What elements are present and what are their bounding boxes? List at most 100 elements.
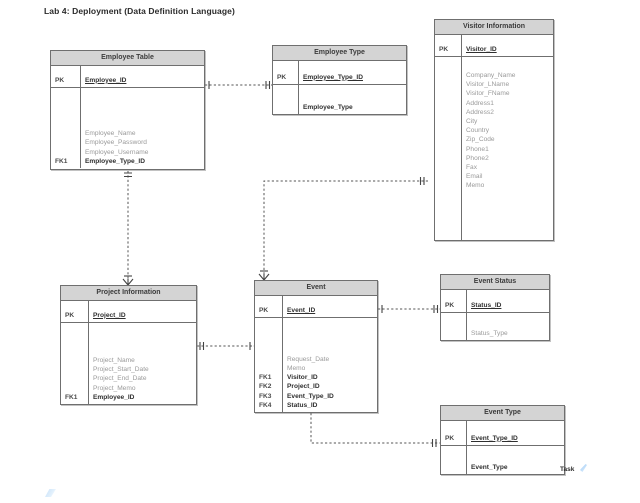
attribute-phone2: Phone2 bbox=[466, 154, 489, 162]
entity-title-employee-table: Employee Table bbox=[51, 51, 204, 66]
entity-pk-section-project-information: PK Project_ID bbox=[61, 301, 196, 323]
key-label-fk1: FK1 bbox=[65, 393, 78, 401]
attribute-project-memo: Project_Memo bbox=[93, 384, 136, 392]
attribute-employee-username: Employee_Username bbox=[85, 148, 149, 156]
attribute-fax: Fax bbox=[466, 163, 477, 171]
attr-column: Employee_Type bbox=[299, 85, 406, 114]
checkmark-icon bbox=[580, 464, 587, 472]
pk-attr-column: Visitor_ID bbox=[462, 35, 553, 56]
entity-title-event: Event bbox=[255, 281, 377, 296]
pk-key-column: PK bbox=[441, 290, 467, 312]
attribute-zip-code: Zip_Code bbox=[466, 136, 495, 144]
key-label: PK bbox=[439, 45, 449, 53]
pk-key-column: PK bbox=[61, 301, 89, 322]
attribute-status-type: Status_Type bbox=[471, 329, 508, 337]
attribute-employee-type-id: Employee_Type_ID bbox=[85, 157, 145, 165]
attribute-event-type: Event_Type bbox=[471, 463, 508, 471]
entity-pk-section-visitor-information: PK Visitor_ID bbox=[435, 35, 553, 57]
entity-attr-section-visitor-information: . Company_Name Visitor_LName Visitor_FNa… bbox=[435, 57, 553, 241]
key-label-fk3: FK3 bbox=[259, 392, 272, 400]
entity-visitor-information[interactable]: Visitor Information PK Visitor_ID . Comp… bbox=[434, 19, 554, 241]
connector-project-information-to-event bbox=[197, 341, 261, 351]
attribute-employee-type-id: Employee_Type_ID bbox=[303, 73, 363, 81]
pk-key-column: PK bbox=[441, 421, 467, 445]
pk-key-column: PK bbox=[273, 61, 299, 84]
pk-attr-column: Event_Type_ID bbox=[467, 421, 564, 445]
entity-pk-section-employee-type: PK Employee_Type_ID bbox=[273, 61, 406, 85]
entity-pk-section-event: PK Event_ID bbox=[255, 296, 377, 318]
attribute-company-name: Company_Name bbox=[466, 72, 516, 79]
key-label: PK bbox=[445, 301, 455, 309]
cursor-artifact-icon bbox=[45, 489, 56, 497]
connector-event-to-event-status bbox=[371, 304, 440, 314]
attribute-visitor-fname: Visitor_FName bbox=[466, 90, 510, 98]
pk-key-column: PK bbox=[51, 66, 81, 87]
attr-column: Company_Name Visitor_LName Visitor_FName… bbox=[462, 57, 553, 241]
attr-key-column: . bbox=[441, 446, 467, 474]
attribute-visitor-lname: Visitor_LName bbox=[466, 81, 510, 89]
attr-key-column: . . . . FK1 bbox=[61, 323, 89, 404]
entity-event-type[interactable]: Event Type PK Event_Type_ID . Event_Type bbox=[440, 405, 565, 475]
pk-attr-column: Employee_Type_ID bbox=[299, 61, 406, 84]
attribute-visitor-id: Visitor_ID bbox=[466, 45, 497, 53]
entity-title-visitor-information: Visitor Information bbox=[435, 20, 553, 35]
entity-employee-type[interactable]: Employee Type PK Employee_Type_ID . Empl… bbox=[272, 45, 407, 115]
attribute-employee-id: Employee_ID bbox=[93, 393, 135, 401]
entity-project-information[interactable]: Project Information PK Project_ID . . . … bbox=[60, 285, 197, 405]
attribute-project-start-date: Project_Start_Date bbox=[93, 366, 149, 374]
entity-pk-section-event-status: PK Status_ID bbox=[441, 290, 549, 313]
entity-title-project-information: Project Information bbox=[61, 286, 196, 301]
attribute-project-id: Project_ID bbox=[93, 311, 126, 319]
attr-key-column: . bbox=[435, 57, 462, 241]
attribute-memo: Memo bbox=[466, 182, 485, 190]
attribute-memo: Memo bbox=[287, 365, 306, 373]
attr-column: Employee_Name Employee_Password Employee… bbox=[81, 88, 204, 168]
page-title: Lab 4: Deployment (Data Definition Langu… bbox=[44, 6, 235, 16]
attribute-request-date: Request_Date bbox=[287, 355, 330, 363]
attribute-phone1: Phone1 bbox=[466, 145, 489, 153]
key-label-fk1: FK1 bbox=[259, 374, 272, 382]
key-label-fk4: FK4 bbox=[259, 401, 272, 409]
pk-key-column: PK bbox=[435, 35, 462, 56]
pk-key-column: PK bbox=[255, 296, 283, 317]
attribute-city: City bbox=[466, 117, 478, 125]
attr-key-column: . bbox=[273, 85, 299, 114]
pk-attr-column: Event_ID bbox=[283, 296, 377, 317]
attribute-employee-name: Employee_Name bbox=[85, 130, 136, 138]
key-label: PK bbox=[55, 76, 65, 84]
entity-attr-section-project-information: . . . . FK1 Project_Name Project_Start_D… bbox=[61, 323, 196, 404]
attribute-address1: Address1 bbox=[466, 99, 494, 107]
attribute-project-name: Project_Name bbox=[93, 357, 135, 365]
attr-column: Project_Name Project_Start_Date Project_… bbox=[89, 323, 196, 404]
entity-event-status[interactable]: Event Status PK Status_ID . Status_Type bbox=[440, 274, 550, 341]
connector-employee-to-employee-type bbox=[198, 80, 272, 90]
attribute-employee-id: Employee_ID bbox=[85, 76, 127, 84]
entity-employee-table[interactable]: Employee Table PK Employee_ID . . . FK1 … bbox=[50, 50, 205, 170]
task-label: Task bbox=[560, 466, 575, 473]
attribute-visitor-id: Visitor_ID bbox=[287, 374, 318, 382]
entity-pk-section-employee-table: PK Employee_ID bbox=[51, 66, 204, 88]
attribute-event-type-id: Event_Type_ID bbox=[287, 392, 334, 400]
key-label: PK bbox=[259, 306, 269, 314]
entity-pk-section-event-type: PK Event_Type_ID bbox=[441, 421, 564, 446]
attr-key-column: . . FK1 FK2 FK3 FK4 bbox=[255, 318, 283, 412]
attribute-employee-type: Employee_Type bbox=[303, 103, 353, 111]
attribute-event-type-id: Event_Type_ID bbox=[471, 434, 518, 442]
key-label: PK bbox=[65, 311, 75, 319]
entity-title-event-status: Event Status bbox=[441, 275, 549, 290]
attribute-email: Email bbox=[466, 173, 483, 181]
pk-attr-column: Project_ID bbox=[89, 301, 196, 322]
entity-event[interactable]: Event PK Event_ID . . FK1 FK2 FK3 FK4 Re… bbox=[254, 280, 378, 413]
entity-attr-section-employee-type: . Employee_Type bbox=[273, 85, 406, 114]
key-label-fk1: FK1 bbox=[55, 157, 68, 165]
key-label: PK bbox=[277, 73, 287, 81]
entity-attr-section-event-status: . Status_Type bbox=[441, 313, 549, 340]
attribute-status-id: Status_ID bbox=[287, 401, 318, 409]
entity-title-event-type: Event Type bbox=[441, 406, 564, 421]
attribute-country: Country bbox=[466, 127, 490, 135]
key-label-fk2: FK2 bbox=[259, 383, 272, 391]
attribute-employee-password: Employee_Password bbox=[85, 139, 147, 147]
entity-title-employee-type: Employee Type bbox=[273, 46, 406, 61]
entity-attr-section-employee-table: . . . FK1 Employee_Name Employee_Passwor… bbox=[51, 88, 204, 168]
